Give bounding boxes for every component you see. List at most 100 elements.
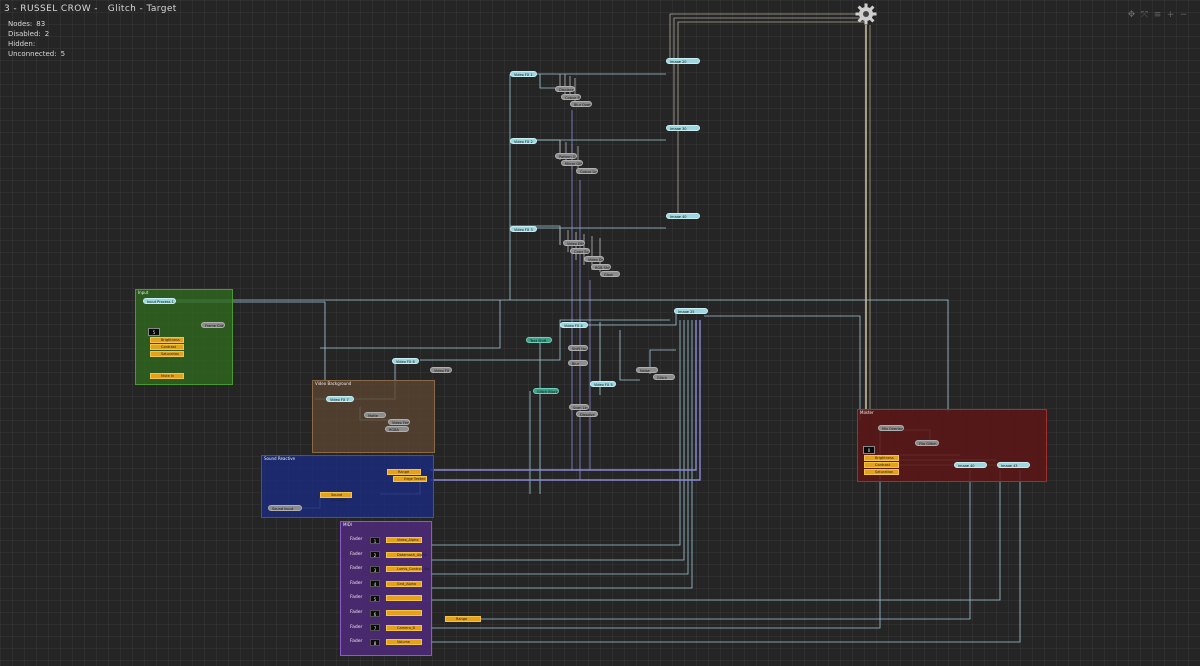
node-image-2[interactable]: Image 30 — [666, 125, 700, 131]
node-video-fx-6[interactable]: Video FX 6 — [392, 358, 419, 364]
stat-unconnected: Unconnected:5 — [8, 49, 65, 59]
node-fx2-a[interactable]: Pattern Gen — [555, 153, 577, 159]
node-mid-d[interactable]: Dissolve — [576, 411, 598, 417]
ctrl-range-remap[interactable]: Range Remap — [387, 469, 421, 479]
node-image-1[interactable]: Image 20 — [666, 58, 700, 64]
group-title: Video Background — [315, 381, 352, 386]
node-mid-b[interactable]: Blur — [568, 360, 588, 366]
fader-target[interactable]: Grid_Alpha — [386, 580, 422, 587]
node-fx1-c[interactable]: Blur Overlay — [570, 101, 592, 107]
node-fx3-b[interactable]: Color Spl.. — [570, 248, 590, 254]
node-image-4[interactable]: Image 25 — [674, 308, 708, 314]
stat-value: 2 — [44, 30, 50, 38]
stat-hidden: Hidden: — [8, 39, 65, 49]
fader-number[interactable]: 3 — [370, 565, 380, 573]
ctrl-sound-amp[interactable]: Sound Amplifier — [320, 492, 352, 502]
zoom-in-icon[interactable]: + — [1166, 10, 1175, 20]
node-bg-b[interactable]: Video Feed — [388, 419, 410, 425]
stat-label: Nodes: — [8, 20, 33, 28]
fader-number[interactable]: 8 — [370, 638, 380, 646]
node-video-fx-5[interactable]: Video FX 5 — [590, 381, 616, 387]
group-title: Master — [860, 410, 874, 415]
node-master-a[interactable]: Mix Overlay — [878, 425, 904, 431]
fader-target[interactable] — [386, 595, 422, 602]
group-title: Input — [138, 290, 149, 295]
ctrl-brightness-1[interactable]: Brightness — [150, 337, 184, 343]
group-midi[interactable]: MIDI — [340, 521, 432, 656]
master-number-box[interactable]: 0 — [863, 446, 875, 454]
node-fx3-a[interactable]: Video Effect — [563, 240, 585, 246]
ctrl-mute-in[interactable]: Mute In — [150, 373, 184, 379]
node-bg-a[interactable]: Matte — [364, 412, 386, 418]
ctrl-range-remap-2[interactable]: Range Remap — [445, 616, 481, 626]
fader-label: Fader — [350, 610, 363, 615]
fader-label: Fader — [350, 595, 363, 601]
view-controls: ✥ ⤧ ≡ + − — [1127, 10, 1188, 20]
fader-target[interactable]: Volume — [386, 639, 422, 646]
move-icon[interactable]: ✥ — [1127, 10, 1136, 20]
stat-label: Unconnected: — [8, 50, 57, 58]
ctrl-saturation-1[interactable]: Saturation — [150, 351, 184, 357]
node-fx1-a[interactable]: Displace — [555, 86, 575, 92]
fader-number[interactable]: 4 — [370, 580, 380, 588]
node-video-fx-3[interactable]: Video FX 3 — [510, 226, 537, 232]
input-number-box[interactable]: 5 — [148, 328, 160, 336]
node-mid-r2[interactable]: Glitch — [653, 374, 675, 380]
ctrl-edge-teeted[interactable]: Edge Teeted — [393, 476, 427, 482]
node-frame-grab[interactable]: Frame Grab — [201, 322, 225, 328]
fader-target[interactable] — [386, 610, 422, 616]
ctrl-saturation-2[interactable]: Saturation — [864, 469, 899, 475]
node-input-video[interactable]: Input Process 1 — [143, 298, 176, 304]
ctrl-contrast-2[interactable]: Contrast — [864, 462, 899, 468]
node-video-fx-1[interactable]: Video FX 1 — [510, 71, 537, 77]
node-bg-c[interactable]: RGBA — [385, 426, 409, 432]
node-fx1-b[interactable]: Colour Bars — [561, 94, 581, 100]
node-teal-1[interactable]: Text Shift — [526, 337, 552, 343]
fader-label: Fader — [350, 551, 363, 557]
zoom-out-icon[interactable]: − — [1179, 10, 1188, 20]
fader-number[interactable]: 6 — [370, 609, 380, 617]
node-master-image-1[interactable]: Image 40 — [954, 462, 987, 468]
node-bg-video[interactable]: Video FX 7 — [326, 396, 354, 402]
node-mid-a[interactable]: Shift Noise — [568, 345, 588, 351]
fader-target[interactable]: Video_Alpha — [386, 537, 422, 543]
node-fx3-d[interactable]: RGB Shift — [591, 264, 611, 270]
fader-target[interactable]: Camera_B — [386, 624, 422, 631]
node-fx3-e[interactable]: Glow — [600, 271, 620, 277]
node-fx2-c[interactable]: Colour Lim... — [576, 168, 598, 174]
node-fx3-c[interactable]: Video Delay — [584, 256, 604, 262]
group-title: MIDI — [343, 522, 352, 527]
stat-label: Disabled: — [8, 30, 41, 38]
fader-number[interactable]: 7 — [370, 624, 380, 632]
ctrl-contrast-1[interactable]: Contrast — [150, 344, 184, 350]
node-mid-r1[interactable]: Noise — [636, 367, 658, 373]
node-teal-2[interactable]: Glitch Blocks — [533, 388, 559, 394]
stat-nodes: Nodes:83 — [8, 19, 65, 29]
node-image-3[interactable]: Image 40 — [666, 213, 700, 219]
scene-title: 3 - RUSSEL CROW - Glitch - Target — [4, 4, 177, 14]
fader-target[interactable]: Lumis_Control_Alp.. — [386, 566, 431, 573]
node-mid-c[interactable]: Scan Lines — [569, 404, 589, 410]
node-master-image-2[interactable]: Image 43 — [997, 462, 1030, 468]
node-sound-input[interactable]: Sound Input — [268, 505, 302, 511]
node-video-fx-4[interactable]: Video FX 4 — [560, 322, 588, 328]
fader-label: Fader — [350, 639, 363, 645]
fit-icon[interactable]: ⤧ — [1140, 10, 1149, 20]
fader-target[interactable]: Datamosh_Alpha — [386, 551, 427, 558]
fader-number[interactable]: 5 — [370, 594, 380, 602]
stat-value: 83 — [36, 20, 46, 28]
node-master-b[interactable]: Flip Glitch — [915, 440, 939, 446]
stat-label: Hidden: — [8, 40, 36, 48]
node-vfx-right[interactable]: Video FX 8 — [430, 367, 452, 373]
fader-label: Fader — [350, 624, 363, 630]
ctrl-brightness-2[interactable]: Brightness — [864, 455, 899, 461]
node-fx2-b[interactable]: Mirror Glitch — [561, 160, 583, 166]
fader-number[interactable]: 1 — [370, 536, 380, 544]
menu-icon[interactable]: ≡ — [1153, 10, 1162, 20]
output-gear-icon[interactable] — [855, 3, 877, 25]
node-video-fx-2[interactable]: Video FX 2 — [510, 138, 537, 144]
fader-number[interactable]: 2 — [370, 551, 380, 559]
fader-label: Fader — [350, 566, 363, 572]
fader-label: Fader — [350, 580, 363, 586]
group-title: Sound Reactive — [264, 456, 296, 461]
